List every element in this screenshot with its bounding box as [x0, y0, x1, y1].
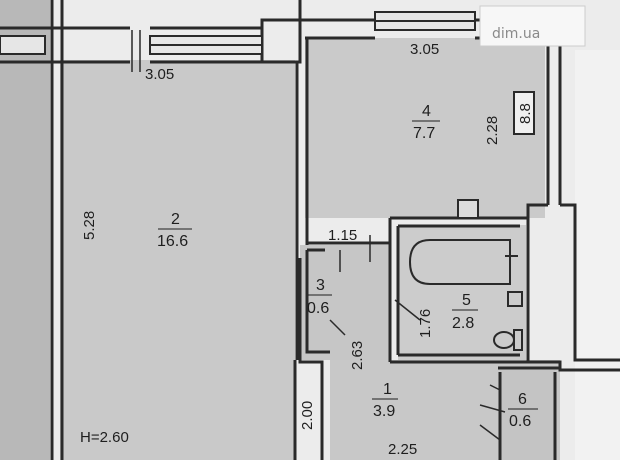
windows: [0, 11, 476, 55]
dim-hall-lower: 2.00: [299, 401, 316, 430]
room-3-number: 3: [316, 277, 325, 294]
room-6-floor: [500, 370, 555, 460]
room-2-label: 2 16.6: [157, 211, 192, 250]
room-4-area: 7.7: [413, 125, 435, 142]
wall-bath-bottom: [390, 353, 528, 364]
dim-closet-width: 1.15: [328, 227, 357, 244]
wall-bath-left: [388, 218, 400, 362]
room-2-floor: [60, 60, 295, 460]
room-2-area: 16.6: [157, 233, 188, 250]
radiator: [513, 91, 535, 135]
room-6-area: 0.6: [509, 413, 531, 430]
dim-room4-length: 2.28: [484, 116, 501, 145]
wall-right-step: [560, 203, 620, 362]
room-1-area: 3.9: [373, 403, 395, 420]
outer-right-area: [575, 50, 620, 460]
toilet: [493, 329, 523, 351]
room-6-label: 6 0.6: [508, 391, 538, 430]
room-5-label: 5 2.8: [452, 292, 478, 332]
room-1-label: 1 3.9: [372, 381, 398, 420]
dim-room4-width: 3.05: [410, 41, 439, 58]
room-4-floor: [305, 38, 545, 218]
dimension-ticks: [131, 30, 506, 441]
bathtub: [408, 239, 518, 285]
room-2-number: 2: [171, 211, 180, 228]
room-5-number: 5: [462, 292, 471, 309]
vent-box: [457, 199, 479, 219]
window-left: [0, 35, 46, 55]
outer-left-strip: [0, 0, 50, 460]
room-1-number: 1: [383, 381, 392, 398]
tick-hall-d: [479, 424, 501, 441]
tick-hall-b: [479, 404, 506, 413]
wall-right-inner: [526, 203, 620, 372]
tick-hall-c: [489, 384, 501, 391]
tick-bath-a: [394, 299, 421, 321]
room-4-number: 4: [422, 103, 431, 120]
tick-hall-a: [329, 319, 346, 336]
room-5-floor: [398, 225, 526, 360]
dim-room2-width: 3.05: [145, 66, 174, 83]
wall-closet-left: [298, 258, 324, 460]
wall-room6: [498, 372, 557, 460]
wall-right-room4: [546, 20, 562, 205]
radiator-mark: 8.8: [517, 103, 534, 124]
wall-room2-right-lower: [293, 250, 299, 460]
bathtub-outline: [408, 239, 511, 285]
room-3-label: 3 0.6: [307, 277, 332, 317]
room-6-number: 6: [518, 391, 527, 408]
watermark-box: [479, 5, 586, 47]
ceiling-height: H=2.60: [80, 429, 129, 446]
dim-hall-width: 2.25: [388, 441, 417, 458]
toilet-tank: [513, 329, 523, 351]
dim-hall-length: 2.63: [349, 341, 366, 370]
dim-room2-length: 5.28: [81, 211, 98, 240]
wall-closet-inner: [305, 250, 330, 354]
room-3-area: 0.6: [307, 300, 329, 317]
watermark: dim.ua: [492, 26, 540, 42]
room-3-floor: [300, 245, 390, 360]
wall-partition-2-4: [295, 38, 309, 250]
dim-bath-length: 1.76: [417, 309, 434, 338]
wall-pillar: [260, 18, 302, 64]
room-4-label: 4 7.7: [412, 103, 440, 142]
sink: [507, 291, 523, 307]
room-5-area: 2.8: [452, 315, 474, 332]
